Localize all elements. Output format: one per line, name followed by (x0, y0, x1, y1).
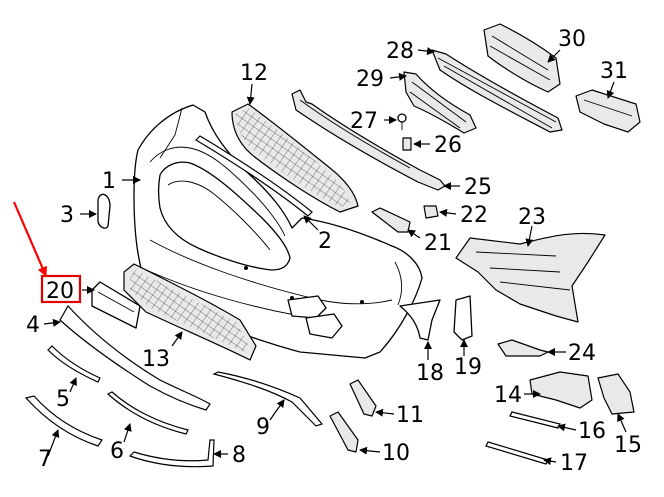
callout-28: 28 (386, 39, 414, 64)
callout-13: 13 (142, 347, 170, 372)
callout-23: 23 (518, 205, 546, 230)
callout-6: 6 (110, 439, 124, 464)
bracket-24 (497, 339, 549, 357)
callout-16: 16 (578, 419, 606, 444)
callout-1: 1 (102, 169, 116, 194)
strip-5 (47, 345, 101, 383)
callout-29: 29 (356, 67, 384, 92)
callout-25: 25 (464, 175, 492, 200)
bolt-27 (397, 113, 407, 130)
callout-27: 27 (350, 109, 378, 134)
clip-26 (402, 137, 412, 151)
callout-9: 9 (256, 415, 270, 440)
lower-grille (123, 263, 257, 361)
bracket-21 (371, 207, 411, 233)
callout-10: 10 (382, 441, 410, 466)
callout-12: 12 (240, 61, 268, 86)
callout-21: 21 (424, 231, 452, 256)
callout-18: 18 (416, 361, 444, 386)
callout-2: 2 (318, 229, 332, 254)
strip-4 (59, 304, 211, 411)
callout-22: 22 (460, 203, 488, 228)
bracket-30 (483, 23, 561, 93)
reinforcement-28 (431, 49, 563, 133)
panel-18 (399, 299, 441, 341)
callout-5: 5 (56, 387, 70, 412)
grille-trim (195, 135, 313, 217)
callout-8: 8 (232, 443, 246, 468)
grille-mesh (231, 103, 359, 213)
bracket-29 (403, 71, 477, 134)
bumper-cover (133, 104, 423, 359)
strip-16 (509, 411, 561, 429)
panel-14 (529, 371, 593, 409)
callout-19: 19 (454, 355, 482, 380)
callout-15: 15 (614, 433, 642, 458)
lower-panel-23 (455, 232, 606, 323)
trim-11 (349, 379, 377, 417)
strip-8 (128, 439, 215, 468)
callout-20: 20 (46, 279, 74, 304)
strip-17 (485, 441, 549, 465)
strip-7 (24, 395, 103, 447)
callout-31: 31 (600, 59, 628, 84)
callout-14: 14 (494, 383, 522, 408)
callout-26: 26 (434, 133, 462, 158)
callout-11: 11 (396, 403, 424, 428)
callout-17: 17 (560, 451, 588, 476)
callout-7: 7 (38, 447, 52, 472)
upper-support (291, 89, 446, 191)
callout-3: 3 (60, 203, 74, 228)
callout-30: 30 (558, 27, 586, 52)
callout-labels: 1 2 3 4 5 6 7 8 9 10 11 12 13 14 15 16 1… (26, 27, 642, 476)
bracket-31 (575, 89, 641, 133)
panel-15 (597, 373, 635, 415)
callout-24: 24 (568, 341, 596, 366)
strip-9 (212, 371, 324, 427)
highlight-20 (12, 201, 82, 304)
leader-lines (43, 47, 627, 466)
license-bracket-20 (91, 281, 141, 329)
deflector-3 (97, 193, 111, 229)
callout-4: 4 (26, 313, 40, 338)
clip-22 (423, 205, 439, 219)
strip-6 (106, 391, 189, 435)
panel-19 (453, 295, 473, 341)
trim-10 (329, 411, 359, 453)
